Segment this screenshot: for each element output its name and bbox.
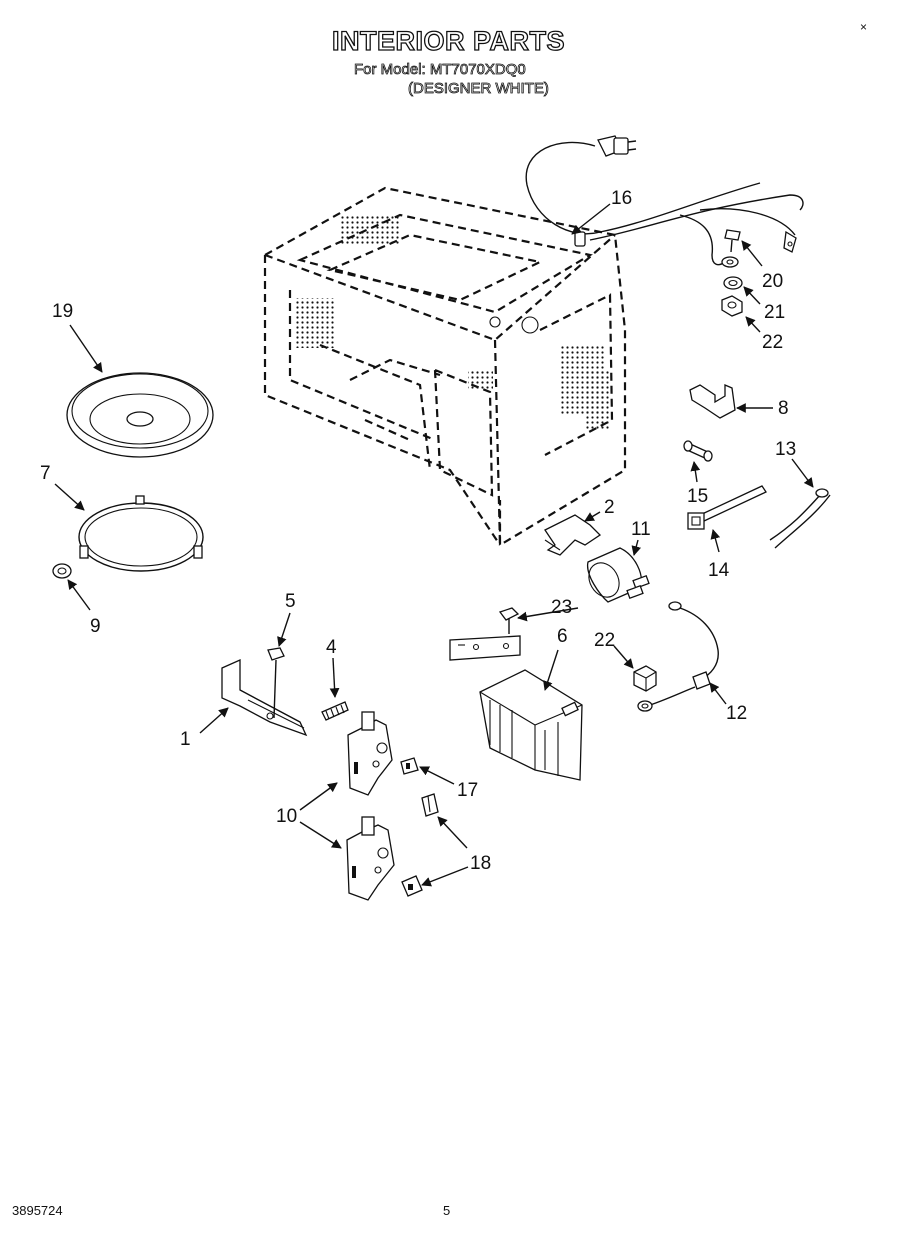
hex-nut-upper [721,295,743,317]
switch-actuator-lower [401,875,423,897]
callout-1: 1 [180,729,191,750]
switch-actuator-upper [421,793,439,817]
fuse-holder [687,485,767,530]
callout-9: 9 [90,616,101,637]
turntable-tray [66,372,214,458]
document-number: 3895724 [12,1203,63,1218]
callout-7: 7 [40,463,51,484]
callout-18: 18 [470,853,491,874]
callout-14: 14 [708,560,730,581]
lock-washer [723,276,743,290]
callout-labels: 1 2 4 5 6 7 8 9 10 11 12 13 14 15 16 17 … [40,188,796,874]
callout-5: 5 [285,591,296,612]
ground-screw [721,229,741,268]
bracket-clip [689,384,736,419]
callout-11: 11 [631,519,651,540]
hex-nut-lower [633,665,657,692]
variant-line: (DESIGNER WHITE) [408,80,550,98]
microwave-cavity-outline [263,186,627,547]
coupler [52,563,72,579]
callout-4: 4 [326,637,337,658]
door-latch-bracket [221,658,308,737]
corner-mark: × [860,20,868,34]
transformer-screw [498,607,520,634]
callout-23: 23 [551,597,572,618]
leader-lines [54,203,814,887]
callout-20: 20 [762,271,783,292]
callout-15: 15 [687,486,708,507]
page-title: INTERIOR PARTS [331,25,565,56]
callout-21: 21 [764,302,785,323]
high-voltage-transformer [449,635,583,781]
power-cord [525,135,804,266]
callout-6: 6 [557,626,568,647]
callout-10: 10 [276,806,297,827]
callout-8: 8 [778,398,789,419]
capacitor-bracket [544,514,602,556]
interlock-switch-upper [347,711,393,796]
model-line: For Model: MT7070XDQ0 [354,61,527,79]
callout-22-lower: 22 [594,630,615,651]
roller-ring [78,495,204,572]
latch-screw [267,647,285,719]
micro-switch [400,757,419,775]
callout-16: 16 [611,188,632,209]
latch-spring [321,701,349,721]
thermal-lead-wire [769,488,831,549]
page-number: 5 [443,1203,451,1218]
callout-22-upper: 22 [762,332,783,353]
callout-19: 19 [52,301,73,322]
high-voltage-capacitor [587,547,650,603]
callout-13: 13 [775,439,796,460]
fuse [683,440,713,462]
interlock-switch-lower [346,816,395,901]
callout-12: 12 [726,703,747,724]
high-voltage-diode [637,601,719,712]
callout-17: 17 [457,780,478,801]
callout-2: 2 [604,497,615,518]
